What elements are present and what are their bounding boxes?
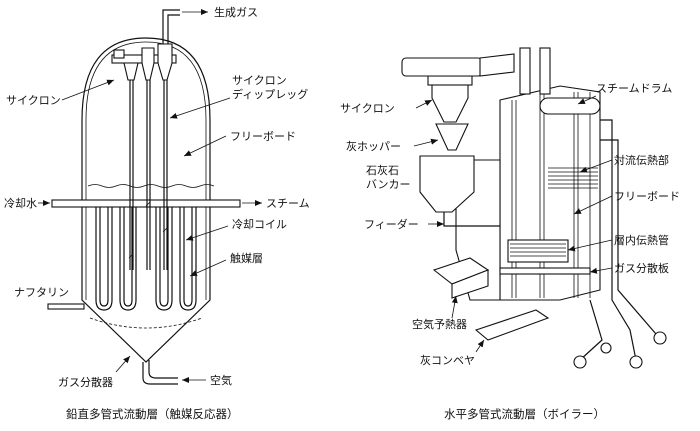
label-cyclone-dipleg: サイクロン ディップレッグ [232, 74, 308, 101]
ash-conveyor [474, 309, 550, 341]
label-convection-section: 対流伝熱部 [614, 153, 669, 167]
label-gas-distributor-plate: ガス分散板 [614, 261, 669, 275]
label-steam-drum: スチームドラム [596, 82, 672, 95]
reactor-vessel [81, 37, 211, 363]
external-piping [573, 119, 667, 369]
label-ash-conveyor: 灰コンベヤ [420, 353, 475, 367]
label-cyclone-left: サイクロン [6, 94, 61, 107]
label-cooling-coil: 冷却コイル [232, 218, 287, 231]
label-steam: スチーム [266, 197, 310, 210]
product-gas-pipe [162, 9, 180, 44]
horizontal-boiler-diagram: スチームドラム サイクロン 灰ホッパー 石灰石 バンカー 対流伝熱部 フリーボー… [340, 47, 680, 421]
convection-bank [548, 167, 598, 189]
ash-hopper [435, 123, 469, 151]
water-wall-tubes [511, 92, 591, 298]
cooling-coils [95, 207, 197, 311]
in-bed-tubes [507, 239, 569, 263]
bed-surface [87, 184, 215, 188]
label-coolant-water: 冷却水 [4, 197, 37, 210]
label-limestone-bunker-line2: バンカー [366, 178, 411, 191]
label-naphthalene: ナフタリン [14, 286, 69, 299]
flue-duct [401, 57, 483, 77]
label-feeder: フィーダー [364, 217, 419, 231]
caption-right: 水平多管式流動層（ボイラー） [444, 407, 605, 421]
steam-drum [539, 97, 601, 115]
distributor-plate [499, 267, 591, 275]
label-in-bed-tubes: 層内伝熱管 [614, 233, 669, 247]
vertical-reactor-diagram: 生成ガス サイクロン サイクロン ディップレッグ フリーボード 冷却水 スチーム… [4, 5, 310, 421]
caption-left: 鉛直多管式流動層（触媒反応器） [66, 407, 239, 421]
label-ash-hopper: 灰ホッパー [346, 139, 401, 153]
label-cyclone-dipleg-line1: サイクロン [232, 74, 287, 87]
label-freeboard-left: フリーボード [230, 130, 296, 143]
label-freeboard-right: フリーボード [614, 190, 680, 203]
air-inlet [142, 360, 178, 385]
label-air-preheater: 空気予熱器 [412, 317, 467, 331]
label-air: 空気 [210, 373, 232, 387]
label-cyclone-right: サイクロン [340, 102, 395, 115]
cyclone-right [431, 83, 469, 123]
label-catalyst-bed: 触媒層 [230, 251, 263, 265]
naphthalene-inlet [47, 303, 85, 310]
gas-distributor-dashed [89, 317, 203, 329]
feeder [443, 212, 500, 227]
cyclones [111, 43, 177, 270]
label-gas-distributor: ガス分散器 [58, 375, 113, 389]
label-limestone-bunker-line1: 石灰石 [366, 163, 399, 177]
label-cyclone-dipleg-line2: ディップレッグ [232, 87, 308, 101]
label-product-gas: 生成ガス [214, 5, 258, 19]
label-limestone-bunker: 石灰石 バンカー [366, 163, 411, 191]
header-pipe [51, 199, 241, 208]
limestone-bunker [419, 155, 475, 213]
